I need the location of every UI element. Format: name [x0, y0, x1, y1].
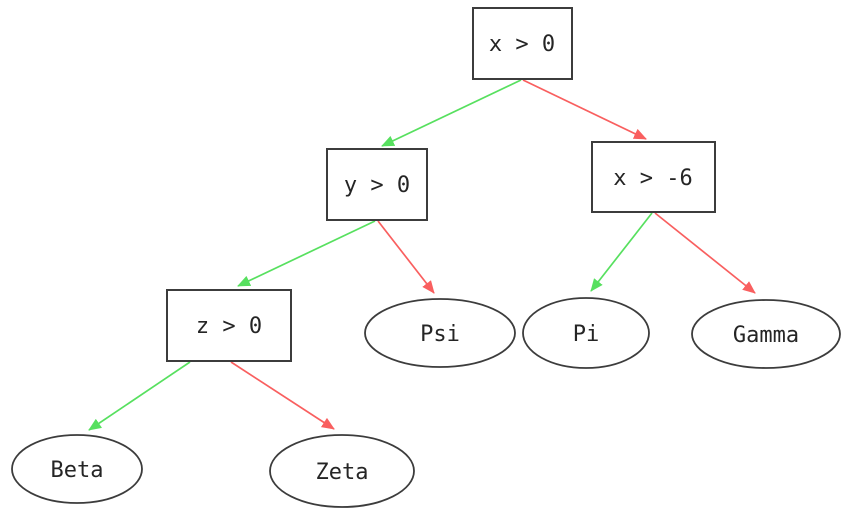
leaf-node-beta: [11, 434, 143, 504]
edge-z-gt-0-true: [88, 361, 191, 431]
leaf-node-pi: [522, 297, 650, 369]
edge-y-gt-0-false: [377, 220, 435, 294]
edge-x-gt-neg6-false: [654, 212, 756, 294]
leaf-node-beta-label: Beta: [51, 458, 104, 483]
edge-x-gt-0-true: [381, 79, 522, 147]
decision-node-x-gt-0: [472, 7, 573, 80]
leaf-node-gamma-label: Gamma: [733, 323, 799, 348]
decision-node-x-gt-neg6: [591, 141, 716, 213]
decision-node-x-gt-0-label: x > 0: [489, 32, 555, 57]
leaf-node-zeta: [269, 434, 415, 508]
leaf-node-psi: [364, 298, 516, 368]
decision-node-z-gt-0: [166, 289, 292, 362]
edge-z-gt-0-false: [230, 361, 335, 430]
leaf-node-gamma: [691, 299, 841, 369]
decision-node-y-gt-0: [326, 148, 428, 221]
edge-y-gt-0-true: [237, 220, 376, 287]
leaf-node-psi-label: Psi: [420, 322, 460, 347]
edge-x-gt-neg6-true: [590, 212, 653, 292]
edge-x-gt-0-false: [522, 79, 647, 140]
decision-node-y-gt-0-label: y > 0: [344, 173, 410, 198]
decision-node-x-gt-neg6-label: x > -6: [613, 166, 692, 191]
leaf-node-pi-label: Pi: [573, 322, 600, 347]
decision-node-z-gt-0-label: z > 0: [196, 314, 262, 339]
leaf-node-zeta-label: Zeta: [316, 460, 369, 485]
